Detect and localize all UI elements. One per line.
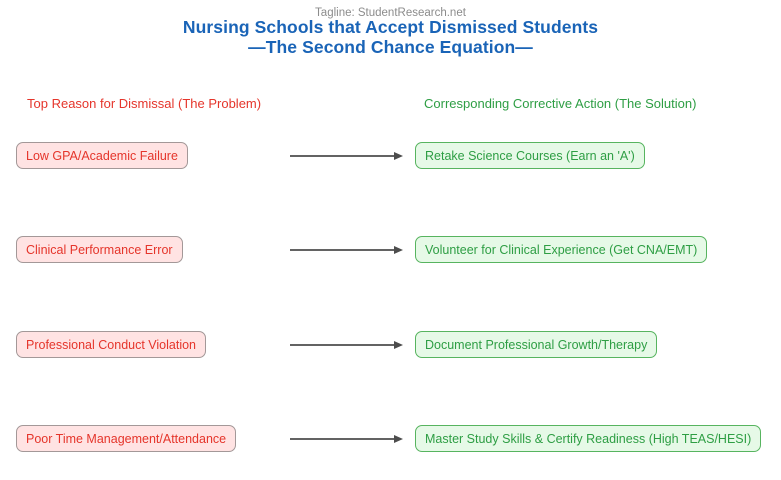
right-arrow-icon: [290, 152, 403, 160]
solution-box: Document Professional Growth/Therapy: [415, 331, 658, 358]
solution-box: Volunteer for Clinical Experience (Get C…: [415, 236, 708, 263]
problem-box: Low GPA/Academic Failure: [16, 142, 188, 169]
mapping-row: Low GPA/Academic Failure Retake Science …: [0, 142, 781, 170]
page-title: Nursing Schools that Accept Dismissed St…: [0, 17, 781, 57]
right-arrow-icon: [290, 341, 403, 349]
right-arrow-icon: [290, 435, 403, 443]
mapping-row: Professional Conduct Violation Document …: [0, 331, 781, 359]
problem-box: Clinical Performance Error: [16, 236, 183, 263]
right-arrow-icon: [290, 246, 403, 254]
problem-column-header: Top Reason for Dismissal (The Problem): [27, 96, 262, 111]
problem-box: Professional Conduct Violation: [16, 331, 207, 358]
problem-box: Poor Time Management/Attendance: [16, 425, 237, 452]
page-title-line1: Nursing Schools that Accept Dismissed St…: [182, 17, 599, 37]
mapping-row: Clinical Performance Error Volunteer for…: [0, 236, 781, 264]
solution-box: Master Study Skills & Certify Readiness …: [415, 425, 762, 452]
tagline-text: Tagline: StudentResearch.net: [315, 7, 466, 19]
solution-box: Retake Science Courses (Earn an 'A'): [415, 142, 645, 169]
page-title-line2: —The Second Chance Equation—: [248, 36, 533, 57]
solution-column-header: Corresponding Corrective Action (The Sol…: [424, 96, 697, 111]
mapping-row: Poor Time Management/Attendance Master S…: [0, 425, 781, 453]
